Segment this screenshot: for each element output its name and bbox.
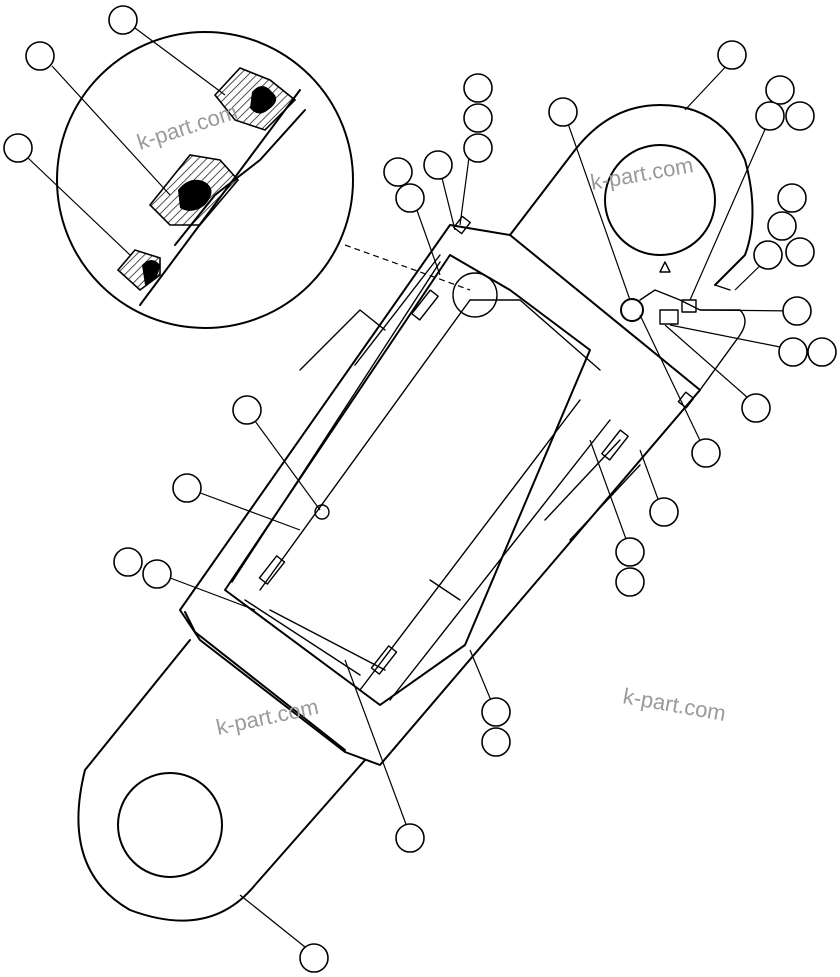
callout-bubble bbox=[778, 337, 808, 367]
rod-end-eye bbox=[77, 639, 366, 922]
callout-bubble bbox=[767, 211, 797, 241]
callout-bubble bbox=[395, 823, 425, 853]
callout-bubble bbox=[463, 133, 493, 163]
callout-bubble bbox=[423, 150, 453, 180]
callout-bubble bbox=[113, 547, 143, 577]
callout-bubble bbox=[649, 497, 679, 527]
callout-bubble bbox=[463, 103, 493, 133]
seal-detail-view bbox=[56, 31, 471, 329]
callout-bubble bbox=[481, 727, 511, 757]
callout-bubble bbox=[782, 296, 812, 326]
callout-bubble bbox=[3, 133, 33, 163]
watermark-text: k-part.com bbox=[134, 99, 241, 155]
callout-bubble bbox=[172, 473, 202, 503]
leader-lines bbox=[27, 27, 798, 956]
callout-bubble bbox=[717, 40, 747, 70]
callout-bubble bbox=[615, 537, 645, 567]
callout-bubble bbox=[755, 101, 785, 131]
callout-bubble bbox=[785, 101, 815, 131]
watermark-text: k-part.com bbox=[621, 683, 728, 726]
callout-bubble bbox=[232, 395, 262, 425]
callout-bubble bbox=[753, 240, 783, 270]
callout-bubble bbox=[25, 41, 55, 71]
callout-bubble bbox=[481, 697, 511, 727]
callout-bubble bbox=[463, 73, 493, 103]
callout-bubble bbox=[142, 559, 172, 589]
callout-bubble bbox=[777, 183, 807, 213]
callout-bubble bbox=[548, 97, 578, 127]
callout-bubble bbox=[395, 183, 425, 213]
watermark-text: k-part.com bbox=[214, 694, 321, 740]
watermark-text: k-part.com bbox=[589, 152, 696, 195]
cylinder-end-eye bbox=[509, 104, 754, 286]
callout-bubble bbox=[383, 157, 413, 187]
callout-bubbles bbox=[3, 5, 837, 973]
callout-bubble bbox=[615, 567, 645, 597]
callout-bubble bbox=[765, 75, 795, 105]
callout-bubble bbox=[299, 943, 329, 973]
callout-bubble bbox=[691, 438, 721, 468]
callout-bubble bbox=[108, 5, 138, 35]
callout-bubble bbox=[807, 337, 837, 367]
cylinder-body bbox=[179, 215, 746, 766]
callout-bubble bbox=[785, 237, 815, 267]
callout-bubble bbox=[741, 393, 771, 423]
